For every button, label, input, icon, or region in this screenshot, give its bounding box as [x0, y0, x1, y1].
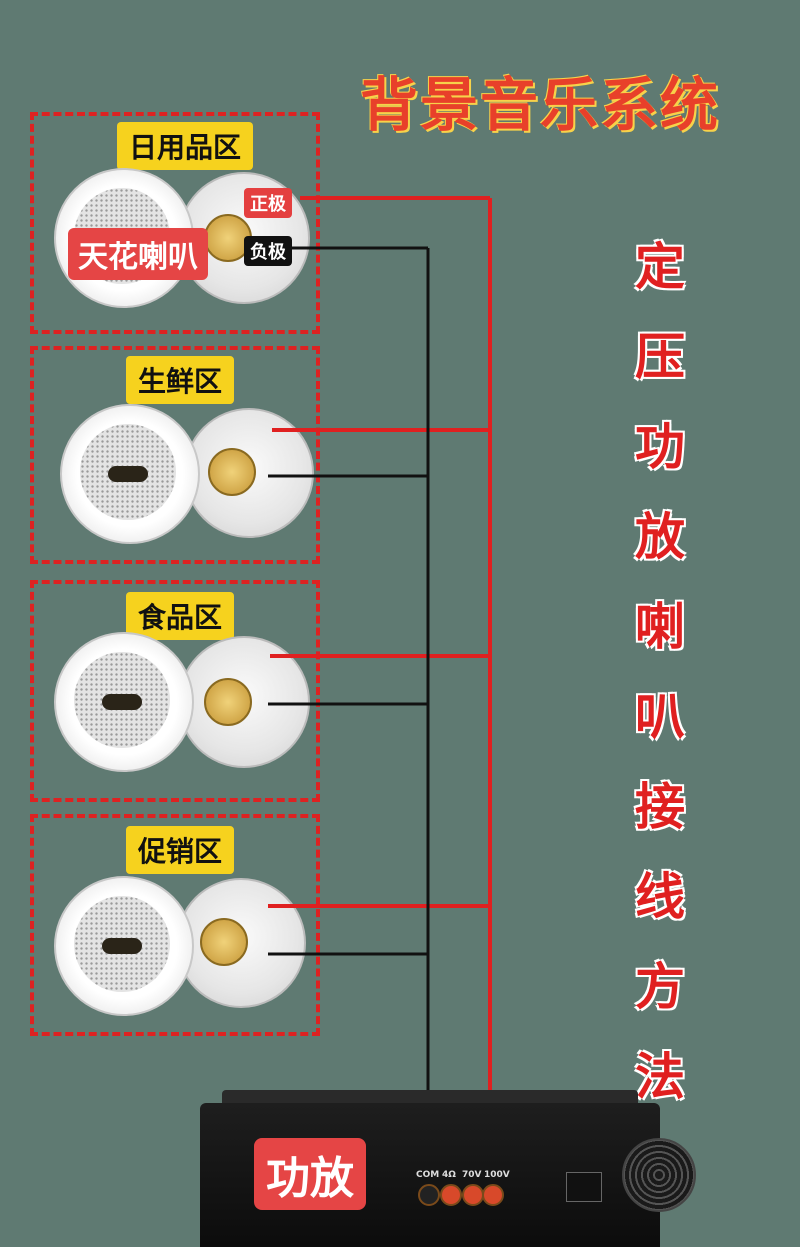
negative-wires: [268, 246, 430, 1192]
transformer-icon: [200, 918, 248, 966]
terminal-70v-icon: [462, 1184, 484, 1206]
terminal-4ohm-icon: [440, 1184, 462, 1206]
power-socket-icon: [566, 1172, 602, 1202]
side-char: 定: [635, 238, 685, 296]
positive-tag: 正极: [244, 188, 292, 218]
side-char: 放: [635, 508, 685, 566]
speaker-grille-icon: [74, 652, 170, 748]
zone-food: [30, 580, 320, 802]
side-char: 方: [635, 958, 685, 1016]
negative-tag: 负极: [244, 236, 292, 266]
zone-label: 促销区: [126, 826, 235, 874]
transformer-icon: [208, 448, 256, 496]
side-char: 线: [635, 868, 685, 926]
brand-badge-icon: [102, 694, 142, 710]
side-title: 定 压 功 放 喇 叭 接 线 方 法: [628, 222, 692, 1122]
zone-promotion: [30, 814, 320, 1036]
transformer-icon: [204, 678, 252, 726]
terminal-label: 4Ω: [442, 1170, 456, 1180]
amplifier-label: 功放: [254, 1138, 366, 1210]
speaker-tag: 天花喇叭: [68, 228, 208, 280]
speaker-grille-icon: [80, 424, 176, 520]
terminal-label: 70V: [462, 1170, 482, 1180]
zone-fresh: [30, 346, 320, 564]
terminal-com-icon: [418, 1184, 440, 1206]
side-char: 喇: [635, 598, 685, 656]
zone-label: 生鲜区: [126, 356, 235, 404]
side-char: 压: [635, 328, 685, 386]
side-char: 接: [635, 778, 685, 836]
diagram-title: 背景音乐系统: [360, 71, 721, 139]
positive-wires: [268, 196, 492, 1192]
terminal-label: COM: [416, 1170, 440, 1180]
side-char: 叭: [635, 688, 685, 746]
terminal-100v-icon: [482, 1184, 504, 1206]
cooling-fan-icon: [622, 1138, 696, 1212]
side-char: 功: [635, 418, 685, 476]
brand-badge-icon: [102, 938, 142, 954]
terminal-label: 100V: [484, 1170, 510, 1180]
zone-label: 食品区: [126, 592, 235, 640]
zone-label: 日用品区: [117, 122, 254, 170]
brand-badge-icon: [108, 466, 148, 482]
side-char: 法: [635, 1048, 685, 1106]
zone-daily-goods: [30, 112, 320, 334]
